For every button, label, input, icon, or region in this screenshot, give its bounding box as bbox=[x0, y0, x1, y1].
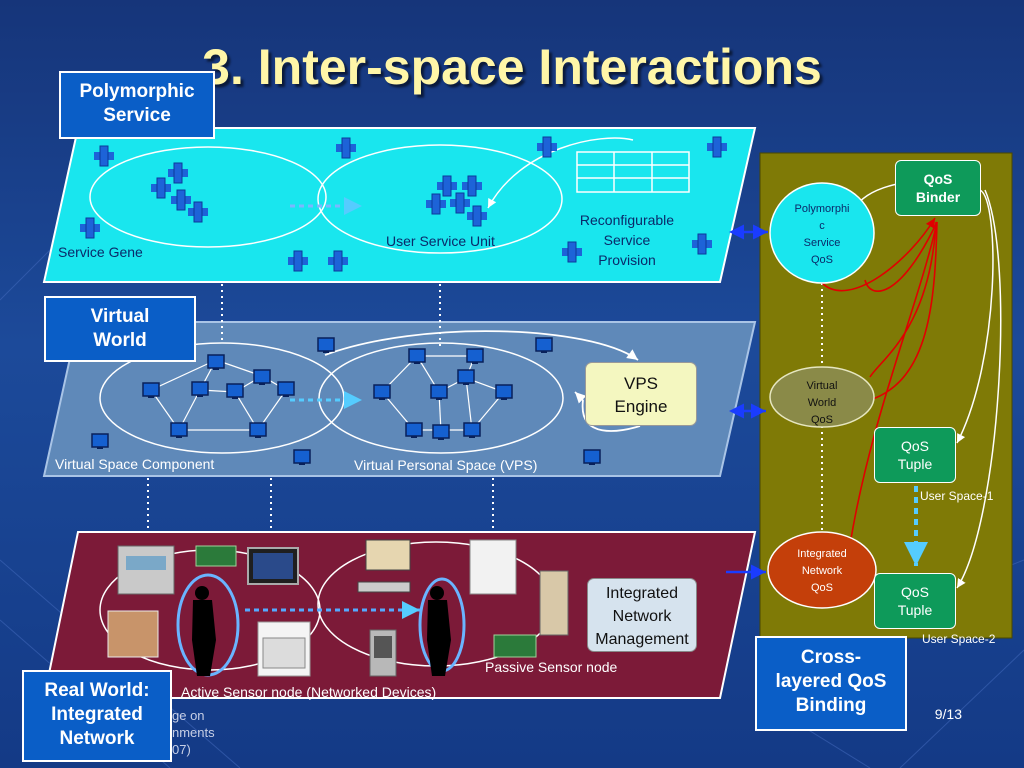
active-sensor-label: Active Sensor node (Networked Devices) bbox=[181, 684, 437, 700]
page-title: 3. Inter-space Interactions bbox=[202, 39, 822, 95]
user-figures bbox=[176, 573, 466, 677]
passive-sensor-label: Passive Sensor node bbox=[485, 659, 618, 675]
user-space-1-label: User Space-1 bbox=[920, 489, 994, 503]
polymorphic-qos-node bbox=[769, 182, 875, 284]
polymorphic-qos-label: Polymorphi c Service QoS bbox=[794, 203, 850, 266]
device-images bbox=[107, 539, 569, 677]
user-space-2-label: User Space-2 bbox=[922, 632, 996, 646]
virtual-world-qos-label: Virtual World QoS bbox=[806, 380, 838, 426]
cross-layered-label: Cross- layered QoS Binding bbox=[755, 636, 907, 731]
vps-engine-box: VPS Engine bbox=[585, 362, 697, 426]
page-number: 9/13 bbox=[934, 706, 962, 722]
polymorphic-service-label: Polymorphic Service bbox=[59, 71, 215, 139]
footer-text: ge on nments 07) bbox=[172, 708, 215, 757]
reconfigurable-label: Reconfigurable Service Provision bbox=[579, 212, 675, 268]
qos-tuple-2-box: QoS Tuple bbox=[874, 573, 956, 629]
layer-connectors bbox=[147, 284, 494, 548]
virtual-world-qos-node bbox=[769, 366, 875, 428]
user-service-unit-label: User Service Unit bbox=[386, 233, 495, 249]
service-provision-grid bbox=[576, 151, 690, 193]
virtual-space-component-label: Virtual Space Component bbox=[55, 456, 215, 472]
integrated-network-management-box: Integrated Network Management bbox=[587, 578, 697, 652]
integrated-network-qos-node bbox=[767, 531, 877, 609]
virtual-world-label: Virtual World bbox=[44, 296, 196, 362]
service-gene-label: Service Gene bbox=[58, 244, 143, 260]
real-world-label: Real World: Integrated Network bbox=[22, 670, 172, 762]
qos-tuple-1-box: QoS Tuple bbox=[874, 427, 956, 483]
qos-links bbox=[821, 183, 1002, 589]
virtual-personal-space-label: Virtual Personal Space (VPS) bbox=[354, 457, 538, 473]
integrated-network-qos-label: Integrated Network QoS bbox=[797, 548, 847, 594]
qos-binder-box: QoS Binder bbox=[895, 160, 981, 216]
real-layer bbox=[42, 531, 757, 699]
